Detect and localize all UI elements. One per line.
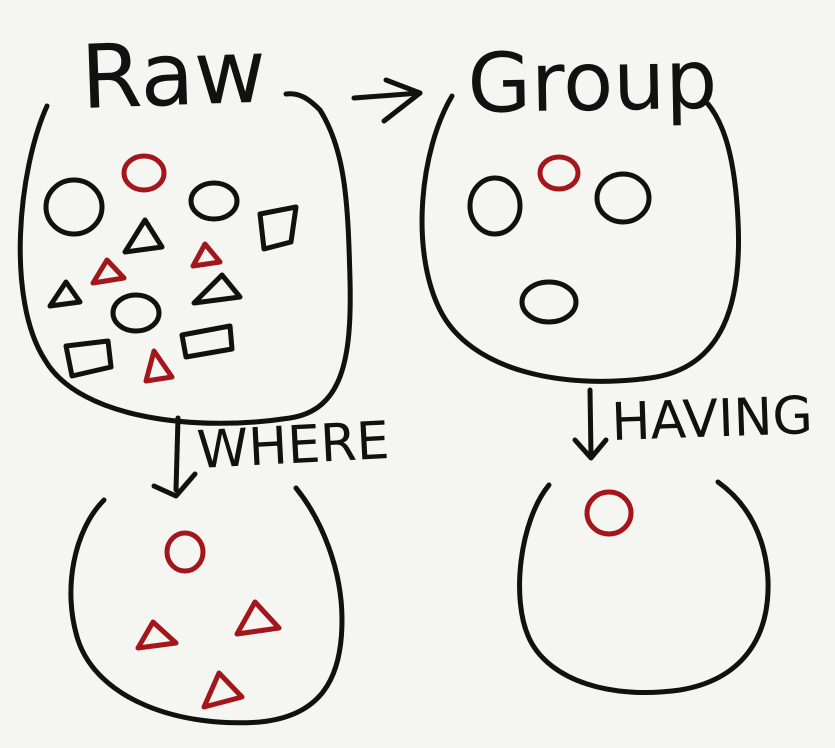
triangle-shape-highlight xyxy=(90,257,127,286)
circle-shape xyxy=(594,171,652,225)
square-shape xyxy=(257,204,299,252)
group-container xyxy=(419,93,741,384)
circle-shape xyxy=(467,175,523,237)
triangle-shape-highlight xyxy=(234,599,282,637)
circle-shape-highlight xyxy=(121,153,167,193)
right-arrow-icon xyxy=(351,77,423,124)
circle-shape-highlight xyxy=(584,489,634,537)
raw-bag-lip xyxy=(283,91,323,113)
circle-shape xyxy=(43,177,105,237)
where-bag-outline xyxy=(68,485,345,726)
triangle-shape xyxy=(191,272,243,306)
circle-shape-highlight xyxy=(537,154,581,192)
down-arrow-icon xyxy=(572,387,609,461)
label-having: HAVING xyxy=(610,386,813,453)
where-container xyxy=(68,485,345,726)
circle-shape-highlight xyxy=(164,530,206,574)
circle-shape xyxy=(519,279,579,325)
raw-container xyxy=(17,91,353,426)
down-arrow-icon xyxy=(151,415,198,499)
circle-shape xyxy=(188,180,240,222)
label-raw: Raw xyxy=(79,20,268,129)
having-container xyxy=(517,479,771,695)
triangle-shape xyxy=(47,279,83,309)
square-shape xyxy=(179,323,235,360)
group-bag-outline xyxy=(419,93,741,384)
triangle-shape-highlight xyxy=(201,670,245,710)
label-group: Group xyxy=(467,33,718,132)
raw-bag-outline xyxy=(17,103,353,426)
circle-shape xyxy=(110,292,162,334)
triangle-shape xyxy=(122,217,165,255)
triangle-shape-highlight xyxy=(143,348,175,384)
square-shape xyxy=(63,338,114,379)
having-bag-outline xyxy=(517,479,771,695)
triangle-shape-highlight xyxy=(135,619,179,651)
triangle-shape-highlight xyxy=(190,241,223,269)
